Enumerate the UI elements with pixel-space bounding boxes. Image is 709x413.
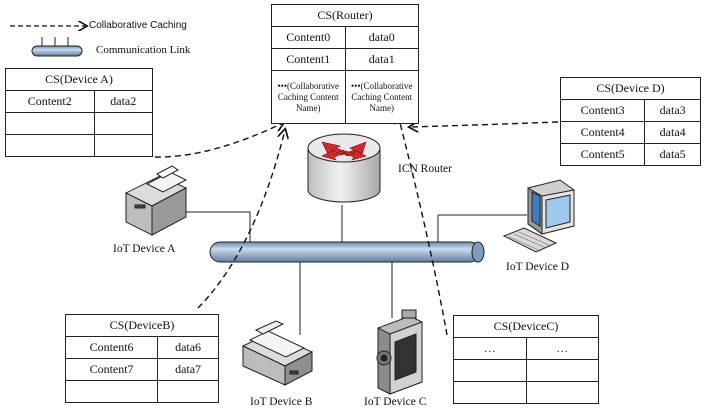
iot-device-b-label: IoT Device B: [250, 396, 313, 408]
iot-device-c-label: IoT Device C: [364, 396, 427, 408]
table-cell: …: [453, 337, 527, 360]
communication-bus: [209, 241, 485, 263]
table-cell: Content1: [271, 48, 346, 71]
table-row: [5, 112, 154, 135]
table-cell: [64, 380, 159, 403]
camera-icon: [376, 309, 423, 395]
table-cell: [453, 381, 527, 404]
table-cell: data1: [344, 48, 419, 71]
table-cell: Content7: [64, 358, 159, 381]
table-row: Content3 data3: [559, 99, 701, 122]
table-cell: data2: [93, 90, 154, 113]
table-cell: [525, 359, 599, 382]
table-cell: Content6: [64, 336, 159, 359]
table-cell: data5: [644, 143, 701, 166]
table-cell: Content3: [559, 99, 646, 122]
table-cell: •••(Collaborative Caching Content Name): [271, 70, 346, 124]
table-row: [453, 381, 599, 404]
table-cell: [5, 134, 95, 157]
table-row: •••(Collaborative Caching Content Name) …: [271, 70, 419, 124]
table-cell: [525, 381, 599, 404]
router-cs-table: CS(Router) Content0 data0 Content1 data1…: [271, 4, 419, 124]
table-cell: Content2: [5, 90, 95, 113]
device-c-cs-title: CS(DeviceC): [453, 315, 599, 338]
table-row: … …: [453, 337, 599, 360]
table-cell: [93, 134, 154, 157]
computer-icon: [502, 179, 575, 253]
legend-communication-link-label: Communication Link: [96, 44, 191, 56]
printer-icon: [124, 165, 188, 236]
table-cell: data4: [644, 121, 701, 144]
table-cell: data3: [644, 99, 701, 122]
table-cell: data6: [157, 336, 219, 359]
table-row: Content0 data0: [271, 26, 419, 49]
table-row: [453, 359, 599, 382]
device-a-cs-table: CS(Device A) Content2 data2: [5, 68, 154, 157]
table-cell: [453, 359, 527, 382]
icn-router-icon: [307, 133, 381, 203]
table-cell: [157, 380, 219, 403]
legend-collaborative-caching-label: Collaborative Caching: [89, 20, 187, 31]
icn-router-label: ICN Router: [398, 163, 452, 175]
router-cs-title: CS(Router): [271, 4, 419, 27]
table-row: Content6 data6: [64, 336, 219, 359]
table-cell: [5, 112, 95, 135]
device-c-cs-table: CS(DeviceC) … …: [453, 315, 599, 404]
collaborative-caching-arrows: [154, 115, 559, 336]
table-row: [5, 134, 154, 157]
device-a-cs-title: CS(Device A): [5, 68, 153, 91]
table-cell: data7: [157, 358, 219, 381]
table-cell: data0: [344, 26, 419, 49]
device-d-cs-title: CS(Device D): [560, 77, 701, 100]
table-cell: …: [525, 337, 599, 360]
table-cell: Content5: [559, 143, 646, 166]
table-row: Content4 data4: [559, 121, 701, 144]
table-cell: [93, 112, 154, 135]
table-row: Content1 data1: [271, 48, 419, 71]
table-row: [64, 380, 219, 403]
table-cell: Content4: [559, 121, 646, 144]
device-b-cs-title: CS(DeviceB): [65, 314, 219, 337]
iot-device-d-label: IoT Device D: [506, 261, 570, 273]
table-row: Content2 data2: [5, 90, 154, 113]
scanner-icon: [241, 320, 314, 386]
table-cell: •••(Collaborative Caching Content Name): [344, 70, 419, 124]
table-row: Content5 data5: [559, 143, 701, 166]
device-d-cs-table: CS(Device D) Content3 data3 Content4 dat…: [559, 77, 701, 166]
device-b-cs-table: CS(DeviceB) Content6 data6 Content7 data…: [64, 314, 219, 403]
table-cell: Content0: [271, 26, 346, 49]
legend-communication-link: [31, 37, 83, 57]
table-row: Content7 data7: [64, 358, 219, 381]
iot-device-a-label: IoT Device A: [113, 243, 176, 255]
